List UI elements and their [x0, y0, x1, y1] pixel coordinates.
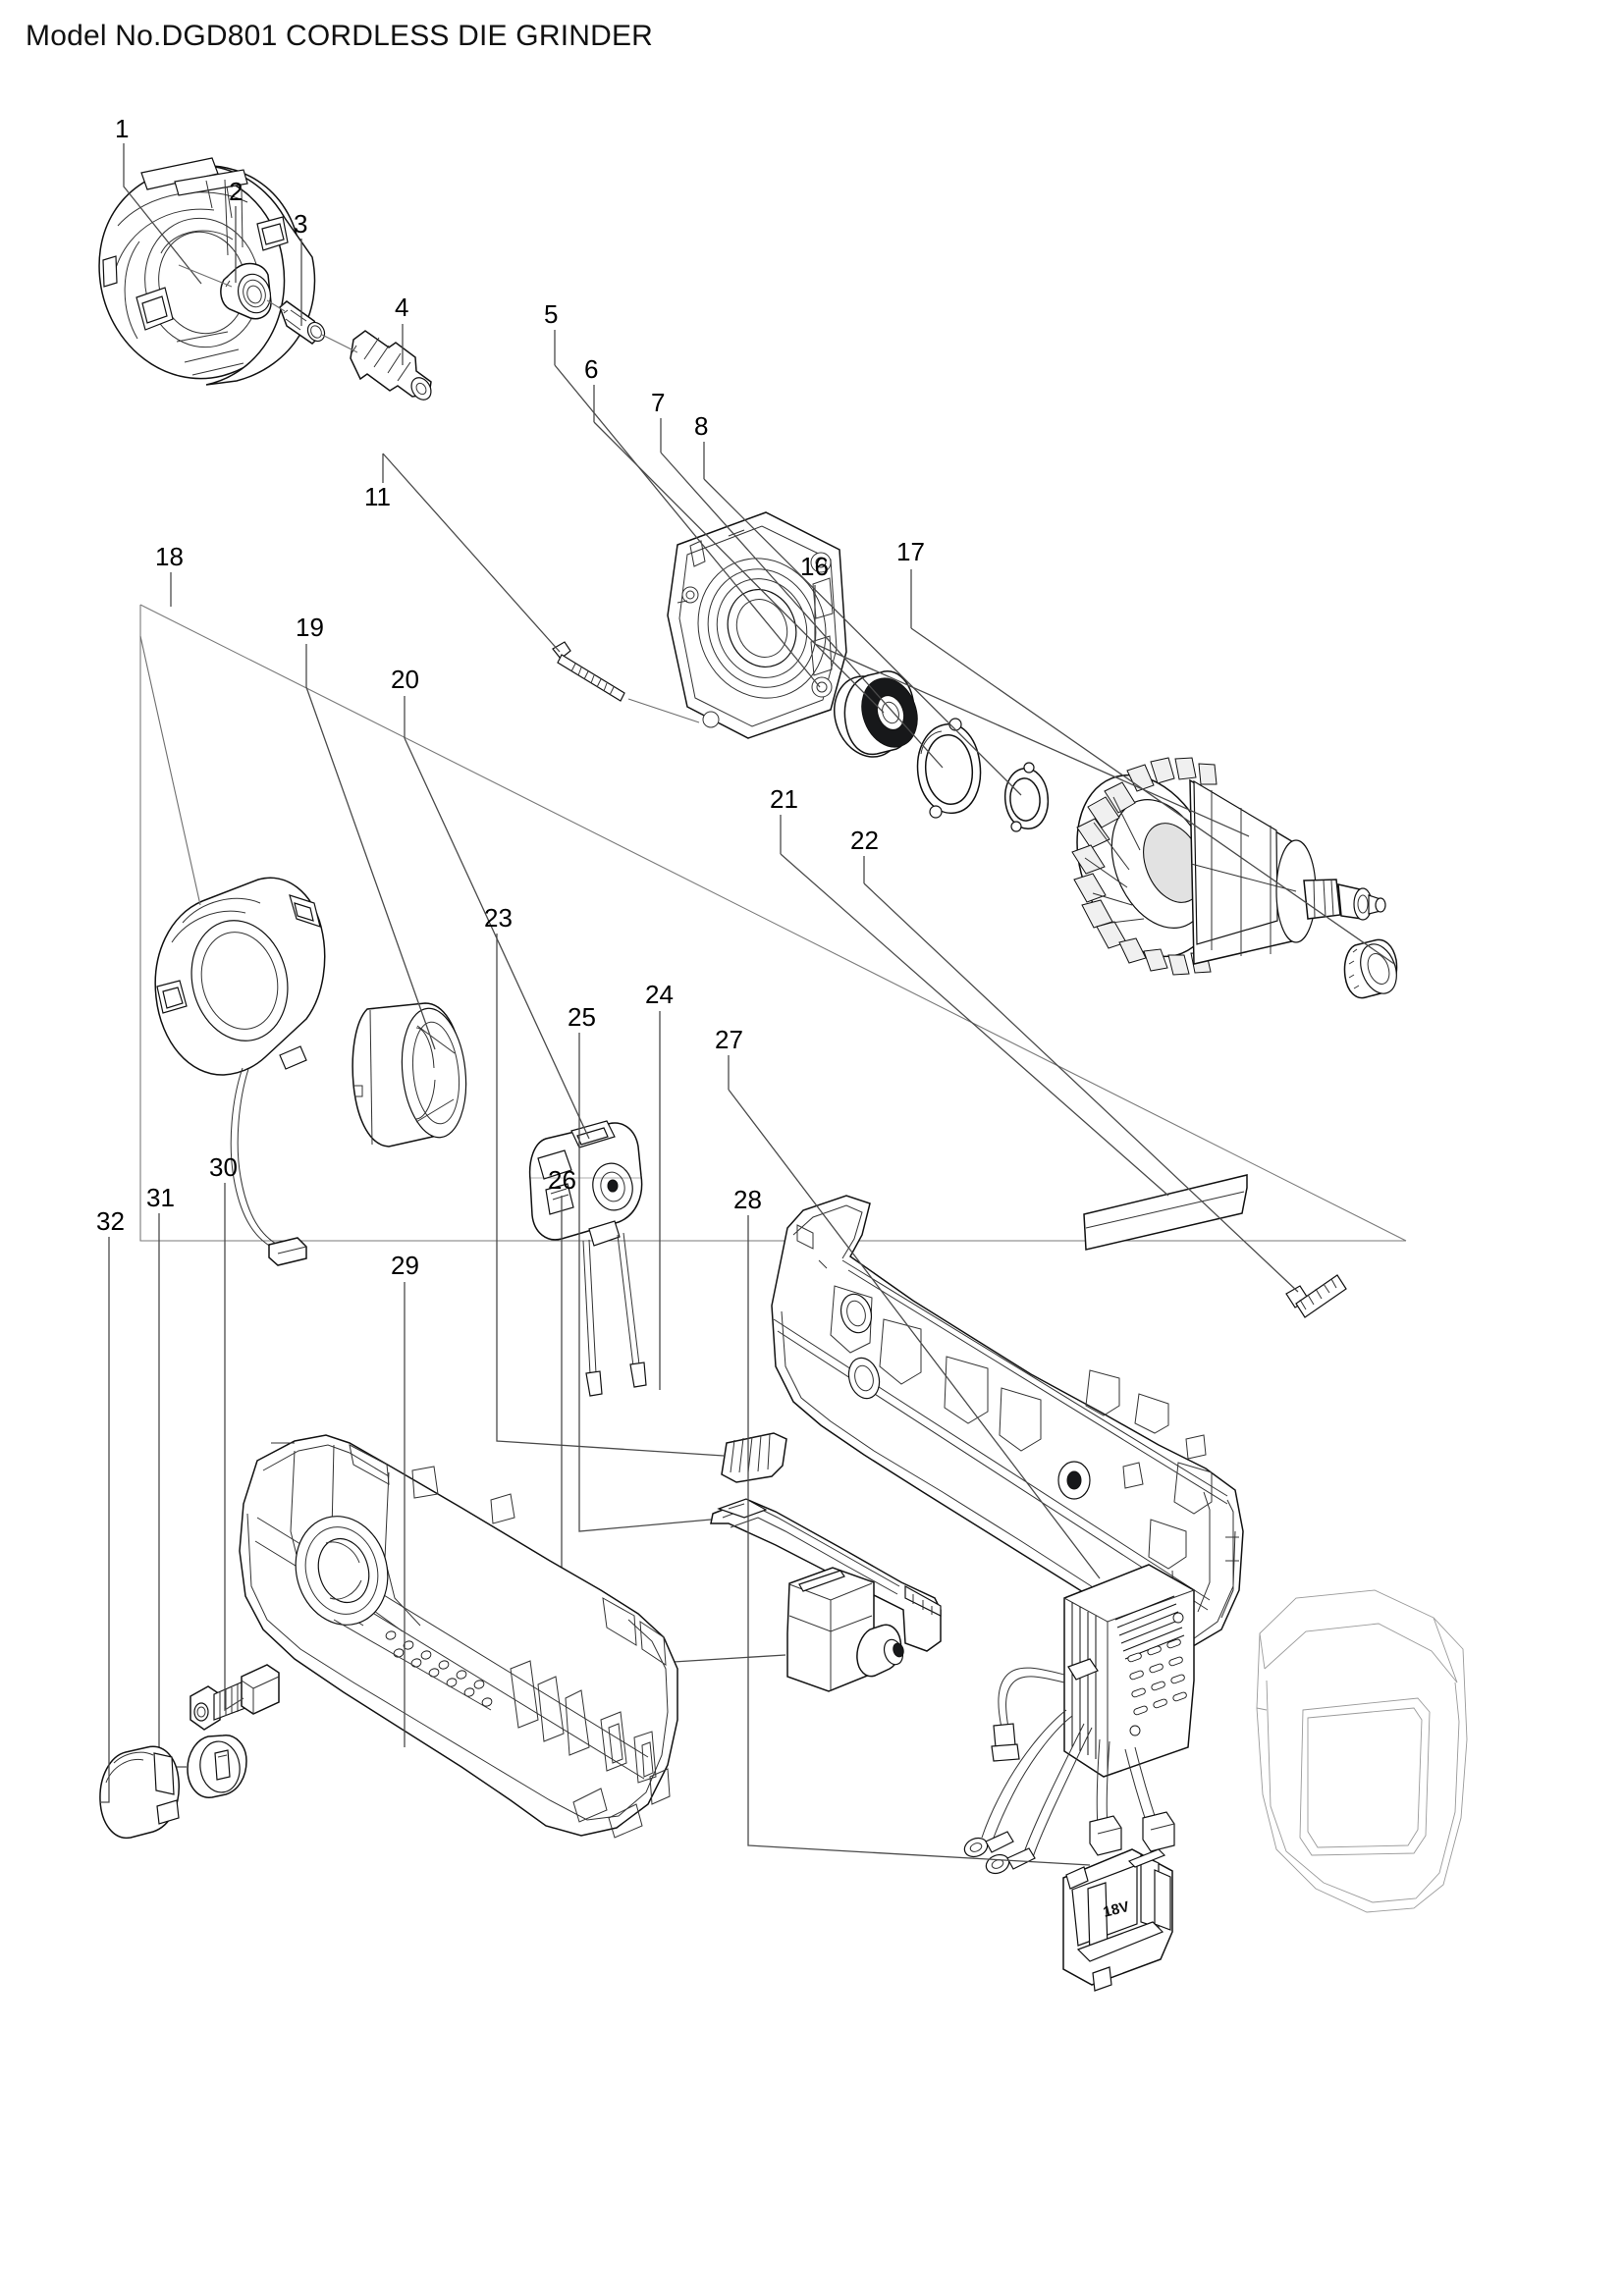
part-30-brush-holder-cap-screw — [189, 1664, 280, 1731]
part-3-collet-cone — [279, 300, 326, 345]
part-6-ball-bearing — [834, 670, 918, 758]
part-24-housing-half — [771, 1195, 1244, 1650]
leader-3b — [266, 299, 286, 312]
part-28-battery-terminal: 18V — [1062, 1848, 1173, 1992]
callout-22[interactable]: 22 — [850, 826, 879, 855]
part-19-stator-sleeve — [352, 1002, 467, 1148]
part-23-rubber-pad — [721, 1432, 787, 1483]
callout-24[interactable]: 24 — [645, 980, 674, 1009]
leader-8 — [703, 442, 1022, 796]
part-1-gear-housing-cover — [98, 157, 316, 386]
leader-1 — [123, 143, 202, 285]
callout-30[interactable]: 30 — [209, 1152, 238, 1182]
callout-19[interactable]: 19 — [296, 613, 324, 642]
callout-25[interactable]: 25 — [568, 1002, 596, 1032]
leader-4b — [321, 334, 358, 353]
leader-25 — [578, 1033, 712, 1532]
callout-20[interactable]: 20 — [391, 665, 419, 694]
leader-32 — [100, 1237, 110, 1803]
leader-21 — [780, 815, 1169, 1197]
battery-pack-reference — [1256, 1589, 1468, 1913]
callout-31[interactable]: 31 — [146, 1183, 175, 1212]
part-11-pan-head-screw — [552, 641, 625, 702]
part-8-retaining-ring-small — [1003, 762, 1050, 832]
leader-19 — [305, 644, 436, 1050]
part-7-retaining-ring-large — [916, 718, 982, 819]
callout-27[interactable]: 27 — [715, 1025, 743, 1054]
battery-voltage-marking: 18V — [1102, 1898, 1131, 1921]
callout-5[interactable]: 5 — [544, 299, 559, 329]
part-27-controller-module — [963, 1564, 1195, 1875]
leader-22 — [863, 856, 1299, 1293]
part-32-end-cap — [99, 1745, 180, 1839]
callout-23[interactable]: 23 — [484, 903, 513, 933]
callout-29[interactable]: 29 — [391, 1251, 419, 1280]
part-17-ball-bearing-small — [1343, 938, 1398, 999]
part-18-sensor-holder — [154, 877, 326, 1266]
leader-11 — [382, 453, 561, 653]
callout-11[interactable]: 11 — [364, 482, 391, 511]
leader-28 — [747, 1215, 1091, 1866]
leader-2b — [178, 264, 233, 288]
leader-11b — [627, 698, 700, 723]
motor-group-bracket — [139, 604, 1407, 1242]
callout-1[interactable]: 1 — [115, 114, 130, 143]
leader-27 — [728, 1055, 1101, 1579]
part-29-motor-housing-assembly — [239, 1434, 678, 1839]
callout-2[interactable]: 2 — [229, 177, 244, 206]
callout-7[interactable]: 7 — [651, 388, 666, 417]
callout-26[interactable]: 26 — [548, 1165, 576, 1195]
part-21-name-plate — [1083, 1174, 1248, 1251]
part-25-switch-lever — [710, 1498, 942, 1652]
callout-17[interactable]: 17 — [896, 537, 925, 566]
leader-31 — [158, 1213, 187, 1768]
callout-8[interactable]: 8 — [694, 411, 709, 441]
leader-7 — [660, 418, 944, 769]
callout-3[interactable]: 3 — [294, 209, 308, 239]
part-2-collet-nut — [220, 262, 272, 320]
leader-23 — [496, 934, 725, 1457]
part-4-spindle — [350, 330, 432, 400]
leader-18b — [139, 635, 201, 906]
leader-5 — [554, 330, 821, 688]
callout-16[interactable]: 16 — [800, 552, 829, 581]
callout-21[interactable]: 21 — [770, 784, 798, 814]
callout-32[interactable]: 32 — [96, 1206, 125, 1236]
callout-28[interactable]: 28 — [733, 1185, 762, 1214]
leader-6 — [593, 385, 885, 714]
callout-4[interactable]: 4 — [395, 293, 409, 322]
callout-6[interactable]: 6 — [584, 354, 599, 384]
leader-16 — [814, 585, 1250, 837]
part-16-armature-rotor — [1071, 757, 1386, 976]
leader-30 — [224, 1183, 244, 1712]
part-5-bearing-box — [667, 511, 847, 739]
leader-17 — [910, 569, 1395, 965]
page-title: Model No.DGD801 CORDLESS DIE GRINDER — [26, 20, 654, 52]
callout-18[interactable]: 18 — [155, 542, 184, 571]
part-31-cap-ring — [187, 1735, 247, 1798]
part-22-tapping-screw — [1285, 1274, 1347, 1318]
part-26-switch — [786, 1567, 904, 1692]
part-20-brush-holder-assembly — [528, 1120, 647, 1397]
